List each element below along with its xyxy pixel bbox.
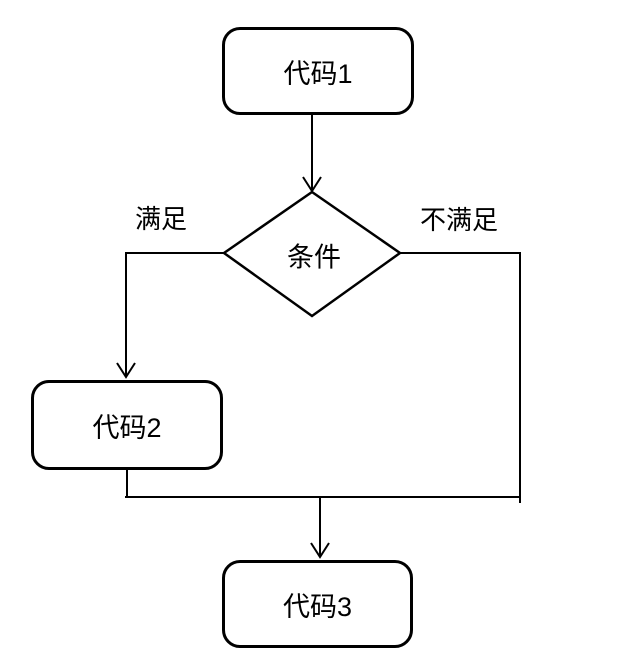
node-code1-label: 代码1	[283, 58, 353, 89]
node-code3: 代码3	[222, 560, 413, 648]
edge-label-not-satisfied: 不满足	[420, 205, 499, 235]
node-condition-label: 条件	[287, 242, 341, 273]
node-code1: 代码1	[222, 27, 414, 115]
arrowhead-code2	[116, 362, 136, 379]
node-code3-label: 代码3	[282, 591, 353, 622]
node-code2: 代码2	[31, 380, 223, 470]
node-code2-label: 代码2	[92, 412, 162, 443]
arrowhead-code3	[310, 542, 330, 559]
edge-condition-code2	[125, 252, 224, 376]
edge-label-satisfied: 满足	[135, 204, 188, 234]
edge-condition-merge	[400, 252, 521, 503]
condition-diamond-shape	[221, 190, 403, 318]
